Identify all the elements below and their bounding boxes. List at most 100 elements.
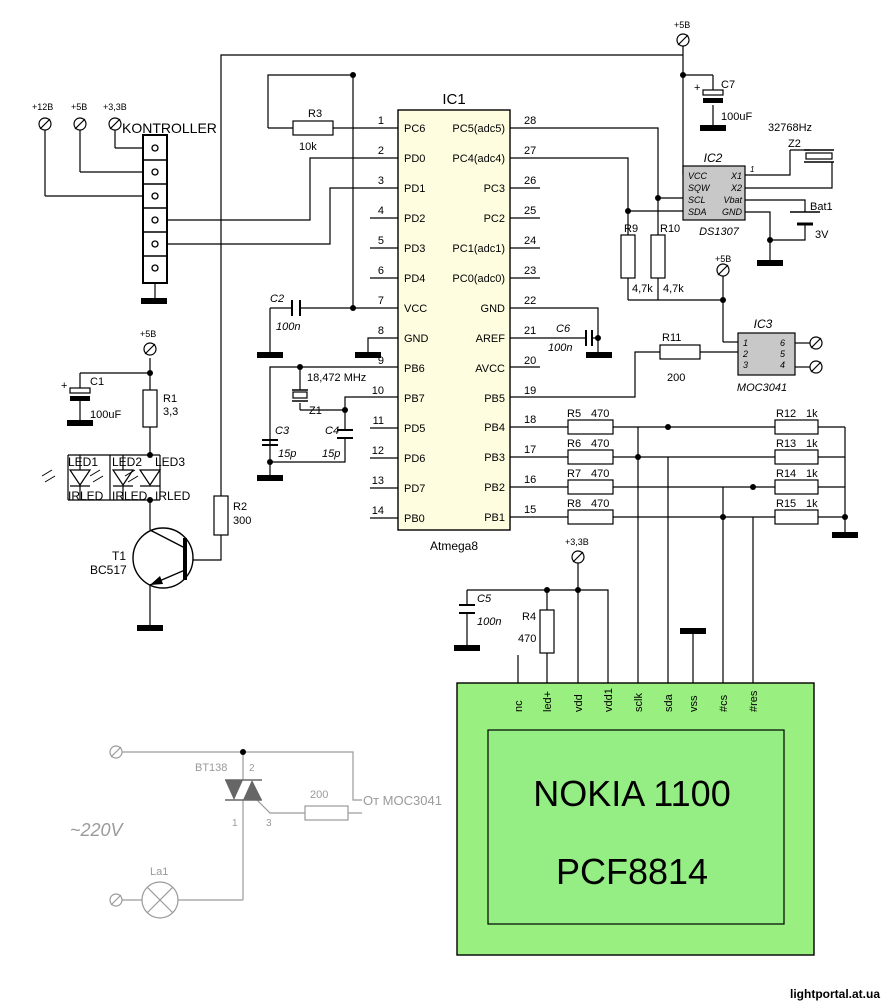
c2-ref: C2 [270, 293, 284, 305]
lcd-pin-label: vss [688, 695, 700, 712]
ic2-pin-vcc: VCC [688, 171, 708, 181]
z2-value: 32768Hz [768, 122, 812, 134]
r1-ref: R1 [163, 393, 177, 405]
ic1-pin-label: PC6 [404, 123, 425, 135]
ground-symbols [67, 125, 858, 651]
ic1-pin-num: 6 [378, 265, 384, 277]
ic3-part: MOC3041 [737, 382, 787, 394]
ic1-pin-num: 3 [378, 175, 384, 187]
r13-ref: R13 [776, 438, 796, 450]
r6-value: 470 [591, 438, 609, 450]
connector-label: KONTROLLER [122, 120, 217, 136]
r5-ref: R5 [567, 408, 581, 420]
ic1-pin-label: PD0 [404, 153, 425, 165]
ic1-pin-label: AREF [476, 333, 506, 345]
label-v5-ic3: +5В [715, 254, 731, 264]
supply-terminals: +12В +5В +3,3В +5В +5В +5В +3,3В [32, 20, 823, 564]
lamp-icon [141, 881, 179, 919]
led3-type: IRLED [155, 489, 191, 503]
ic1-pin-num: 21 [524, 325, 536, 337]
ic1-pin-num: 23 [524, 265, 536, 277]
ic2-pin-scl: SCL [688, 195, 706, 205]
ic1-pin-num: 2 [378, 145, 384, 157]
lcd-pin-label: sda [663, 693, 675, 712]
led1-icon [41, 455, 92, 500]
r4-value: 470 [518, 633, 536, 645]
ic1-pin-label: PD3 [404, 243, 425, 255]
mains-section: BT138 2 1 3 200 От MOC3041 ~220V La1 [70, 745, 442, 919]
ic1-pin-num: 14 [372, 505, 384, 517]
c1-plus: + [61, 380, 67, 392]
ic1-pin-label: PB0 [404, 513, 425, 525]
ic2-pin-x2: X2 [730, 183, 742, 193]
lcd-pin-label: vdd1 [603, 688, 615, 712]
ic2-name: IC2 [704, 151, 723, 165]
junction-dots [147, 72, 848, 755]
ic1-pin-num: 27 [524, 145, 536, 157]
crystal-z2: 32768Hz Z2 [768, 122, 834, 163]
r9-value: 4,7k [632, 283, 653, 295]
ic1-pin-num: 9 [378, 355, 384, 367]
r4-ref: R4 [522, 611, 536, 623]
ic2-pin-sda: SDA [688, 207, 707, 217]
r15-ref: R15 [776, 498, 796, 510]
ic3-pin-5: 5 [780, 349, 786, 359]
ic1-part: Atmega8 [430, 539, 478, 553]
ic1-pin-num: 15 [524, 504, 536, 516]
ic1-pin-label: PD6 [404, 453, 425, 465]
r11-ref: R11 [662, 332, 681, 344]
c6-ref: C6 [556, 323, 571, 335]
ic1-pin-num: 1 [378, 115, 384, 127]
ic1-pin-label: VCC [404, 303, 427, 315]
led2-type: IRLED [112, 489, 148, 503]
ic3-pin-1: 1 [743, 338, 748, 348]
ic1-right-pins: 28PC5(adc5)27PC4(adc4)26PC325PC224PC1(ad… [452, 115, 536, 524]
r3-value: 10k [299, 141, 317, 153]
ic1-pin-label: PB3 [484, 452, 505, 464]
mains-voltage: ~220V [70, 820, 125, 840]
ic1-pin-label: PC2 [484, 213, 505, 225]
ic1-pin-num: 19 [524, 385, 536, 397]
triac-ref: BT138 [195, 762, 227, 774]
r13-value: 1k [806, 438, 818, 450]
mains-wires [122, 751, 362, 901]
r3-ref: R3 [308, 108, 322, 120]
ic1-pin-label: PB2 [484, 482, 505, 494]
led3-ref: LED3 [155, 455, 185, 469]
capacitor-labels: C2 100n C6 100n C3 15p C4 15p C5 100n C1… [90, 79, 752, 628]
ir-leds: LED1 LED2 LED3 IRLED IRLED IRLED [41, 455, 191, 503]
lcd-pin-label: #cs [718, 694, 730, 712]
wires [44, 40, 846, 683]
r7-value: 470 [591, 468, 609, 480]
lcd-title: NOKIA 1100 [533, 773, 730, 814]
ic2-pin-marker: 1 [750, 165, 754, 174]
ic1-pin-num: 26 [524, 175, 536, 187]
capacitors [262, 300, 593, 614]
r10-ref: R10 [660, 223, 680, 235]
ic1-pin-label: PB1 [484, 512, 505, 524]
led1-ref: LED1 [68, 455, 98, 469]
c5-ref: C5 [477, 593, 492, 605]
ic1-pin-label: PC5(adc5) [452, 123, 505, 135]
ic1-pin-num: 28 [524, 115, 536, 127]
ic1-name: IC1 [442, 91, 465, 108]
ic1-pin-label: PD1 [404, 183, 425, 195]
r8-value: 470 [591, 498, 609, 510]
triac-pin2: 2 [249, 763, 255, 774]
ic1-pin-label: GND [481, 303, 506, 315]
lcd-pin-label: led+ [542, 691, 554, 712]
ic1-pin-num: 5 [378, 235, 384, 247]
watermark: lightportal.at.ua [790, 987, 880, 1001]
c3-ref: C3 [275, 425, 290, 437]
ic3-pin-4: 4 [780, 360, 785, 370]
electrolytic-caps: + + [61, 82, 724, 401]
ic1-pin-label: PC3 [484, 183, 505, 195]
ic1-pin-num: 8 [378, 325, 384, 337]
r2-value: 300 [233, 515, 251, 527]
ic3-name: IC3 [754, 317, 773, 331]
r12-ref: R12 [776, 408, 796, 420]
ic1-left-pins: 1PC62PD03PD14PD25PD36PD47VCC8GND9PB610PB… [372, 115, 429, 525]
lcd-pin-label: sclk [633, 693, 645, 712]
ic1-pin-label: PC0(adc0) [452, 273, 505, 285]
